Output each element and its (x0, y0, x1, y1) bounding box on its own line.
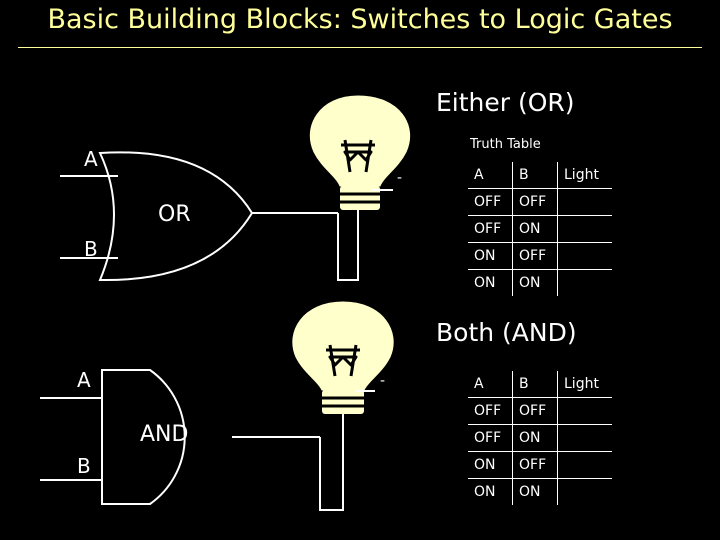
truth-table-header-cell: Light (557, 371, 612, 398)
slide-title: Basic Building Blocks: Switches to Logic… (47, 4, 673, 35)
and-gate-label: AND (140, 422, 189, 447)
truth-table-cell: OFF (512, 188, 558, 216)
and-light-bulb-icon (292, 301, 394, 414)
and-circuit (40, 301, 394, 511)
truth-table-cell: ON (468, 478, 513, 505)
and-input-a-label: A (77, 368, 91, 392)
truth-table-cell: OFF (468, 188, 513, 216)
truth-table-cell: ON (468, 451, 513, 479)
or-heading: Either (OR) (436, 88, 575, 117)
truth-table-header-cell: A (468, 162, 513, 189)
or-input-a-label: A (84, 147, 98, 171)
truth-table-cell: OFF (512, 397, 558, 425)
truth-table-cell: ON (512, 478, 558, 505)
truth-table-cell: OFF (468, 215, 513, 243)
truth-table-header-cell: B (512, 162, 558, 189)
truth-table-cell (557, 242, 612, 270)
truth-table-cell (557, 188, 612, 216)
or-gate-shape (98, 151, 254, 282)
truth-table-header-cell: Light (557, 162, 612, 189)
truth-table-caption: Truth Table (470, 137, 541, 152)
truth-table-cell (557, 424, 612, 452)
and-bulb-minus: - (380, 373, 386, 389)
truth-table-cell (557, 397, 612, 425)
truth-table-cell: ON (512, 215, 558, 243)
or-input-b-label: B (84, 237, 98, 261)
truth-table-cell (557, 215, 612, 243)
title-divider (18, 47, 702, 48)
truth-table-header-cell: B (512, 371, 558, 398)
truth-table-cell (557, 478, 612, 505)
truth-table-cell (557, 269, 612, 296)
and-input-b-label: B (77, 454, 91, 478)
truth-table-header-cell: A (468, 371, 513, 398)
and-return-wire (319, 412, 344, 511)
truth-table-cell: OFF (512, 242, 558, 270)
truth-table-cell: ON (468, 242, 513, 270)
truth-table-cell: OFF (468, 397, 513, 425)
truth-table-cell (557, 451, 612, 479)
truth-table-cell: OFF (468, 424, 513, 452)
truth-table-cell: ON (512, 424, 558, 452)
and-heading: Both (AND) (436, 318, 577, 347)
or-circuit (60, 95, 411, 282)
or-gate-label: OR (158, 202, 191, 227)
truth-table-cell: ON (468, 269, 513, 296)
truth-table-cell: ON (512, 269, 558, 296)
truth-table-cell: OFF (512, 451, 558, 479)
or-bulb-minus: - (397, 170, 403, 186)
and-gate-shape (101, 369, 186, 505)
or-light-bulb-icon (309, 95, 411, 210)
or-return-wire (337, 205, 359, 281)
